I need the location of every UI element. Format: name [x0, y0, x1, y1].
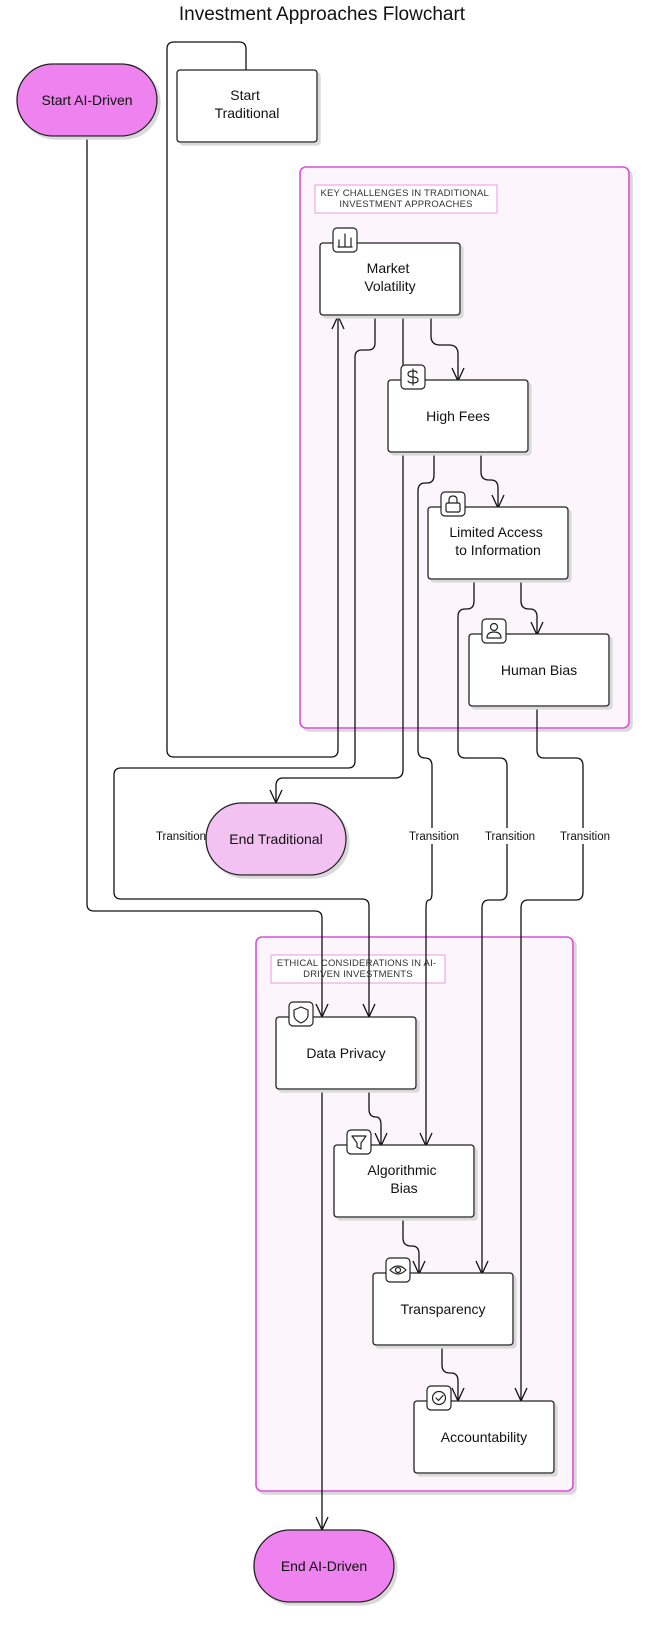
svg-text:Start AI-Driven: Start AI-Driven: [41, 92, 132, 108]
edge-transparency-to-accountability: [441, 1346, 459, 1400]
edge-high-fees-to-algorithmic-bias: [417, 453, 435, 1145]
bar-chart-icon: [332, 227, 358, 253]
node-data-privacy[interactable]: Data Privacy: [275, 1001, 417, 1090]
node-end-ai-driven[interactable]: End AI-Driven: [253, 1529, 395, 1603]
svg-text:Limited Access to Inform: Limited Access to Information: [449, 524, 546, 558]
shield-icon: [288, 1001, 314, 1027]
svg-text:Market Volatility: Market Volatility: [364, 260, 415, 294]
cluster-traditional-label: KEY CHALLENGES IN TRADITIONAL INVESTMENT…: [320, 188, 491, 210]
edge-label-transition: Transition: [156, 831, 206, 843]
node-accountability[interactable]: Accountability: [413, 1385, 555, 1474]
diagram-title: Investment Approaches Flowchart: [179, 4, 466, 25]
edge-algorithmic-bias-to-transparency: [402, 1218, 420, 1273]
edge-label-transition: Transition: [485, 831, 535, 843]
cluster-ai-driven-label: ETHICAL CONSIDERATIONS IN AI- DRIVEN INV…: [277, 958, 439, 980]
node-start-ai-driven[interactable]: Start AI-Driven: [16, 63, 158, 137]
edge-labels: Transition Transition Transition Transit…: [150, 828, 616, 844]
node-algorithmic-bias[interactable]: Algorithmic Bias: [333, 1129, 475, 1218]
node-limited-access[interactable]: Limited Access to Information: [427, 491, 569, 580]
check-circle-icon: [426, 1385, 452, 1411]
funnel-icon: [346, 1129, 372, 1155]
edge-limited-access-to-transparency: [457, 580, 508, 1273]
eye-icon: [385, 1257, 411, 1283]
node-transparency[interactable]: Transparency: [372, 1257, 514, 1346]
svg-text:High Fees: High Fees: [426, 408, 490, 424]
node-end-traditional[interactable]: End Traditional: [205, 802, 347, 876]
person-icon: [481, 618, 507, 644]
svg-text:Transparency: Transparency: [400, 1301, 485, 1317]
edge-data-privacy-to-algorithmic-bias: [368, 1090, 382, 1145]
lock-icon: [440, 491, 466, 517]
svg-text:Start Traditional: Start Traditional: [215, 87, 280, 121]
dollar-icon: [400, 364, 426, 390]
node-start-traditional[interactable]: Start Traditional: [176, 69, 318, 143]
svg-text:End Traditional: End Traditional: [229, 831, 322, 847]
svg-text:Data Privacy: Data Privacy: [306, 1045, 385, 1061]
svg-text:Accountability: Accountability: [441, 1429, 527, 1445]
edge-start-traditional-to-market-volatility: [166, 41, 339, 758]
edge-market-volatility-to-data-privacy: [113, 317, 376, 1016]
edge-high-fees-to-limited-access: [480, 453, 499, 507]
arrow-head: [331, 314, 345, 330]
node-human-bias[interactable]: Human Bias: [468, 618, 610, 707]
edge-start-ai-to-data-privacy: [86, 138, 323, 1016]
edge-label-transition: Transition: [409, 831, 459, 843]
edge-limited-access-to-human-bias: [520, 580, 538, 634]
node-high-fees[interactable]: High Fees: [387, 364, 529, 453]
node-market-volatility[interactable]: Market Volatility: [319, 227, 461, 316]
svg-text:Algorithmic Bias: Algorithmic Bias: [367, 1162, 440, 1196]
svg-text:End AI-Driven: End AI-Driven: [281, 1558, 367, 1574]
edge-label-transition: Transition: [560, 831, 610, 843]
edge-market-volatility-to-end-traditional: [275, 317, 404, 802]
svg-text:Human Bias: Human Bias: [501, 662, 577, 678]
edge-market-volatility-to-high-fees: [430, 317, 459, 380]
